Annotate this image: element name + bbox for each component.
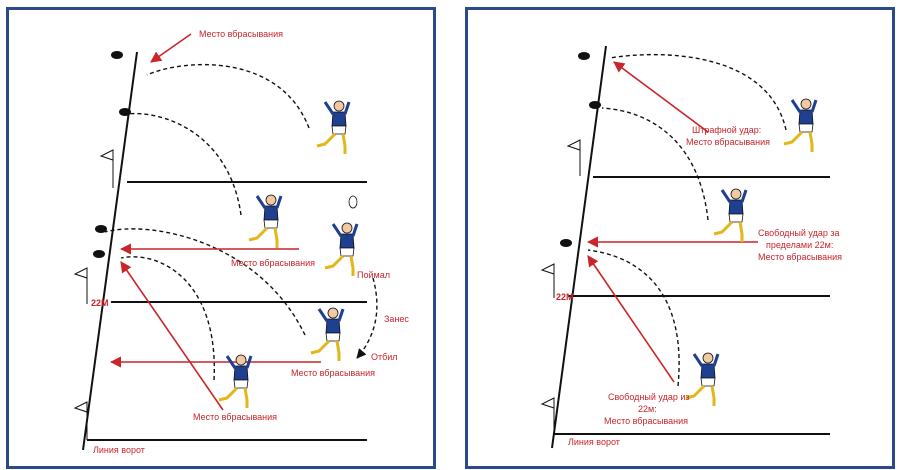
flag-icon	[540, 263, 555, 298]
flag-icon	[73, 401, 88, 440]
label-free-in-line3: Место вбрасывания	[604, 416, 688, 426]
right-diagram-panel: Штрафной удар: Место вбрасывания Свободн…	[465, 7, 895, 469]
label-22m: 22М	[91, 298, 109, 308]
throw-arrow	[613, 61, 709, 133]
left-diagram: Место вбрасывания Место вбрасывания Пойм…	[73, 29, 409, 455]
label-carried: Занес	[384, 314, 409, 324]
flag-icon	[73, 267, 88, 304]
kick-trajectory	[609, 53, 787, 131]
label-goal-line: Линия ворот	[93, 445, 145, 455]
player-icon	[782, 97, 818, 154]
label-free-out-line3: Место вбрасывания	[758, 252, 842, 262]
ball-icon	[589, 101, 601, 109]
carry-trajectory	[356, 277, 378, 359]
ball-icon	[95, 225, 107, 233]
label-kicked: Отбил	[371, 352, 398, 362]
label-free-out-line1: Свободный удар за	[758, 228, 839, 238]
right-diagram: Штрафной удар: Место вбрасывания Свободн…	[540, 45, 842, 449]
label-free-in-line2: 22м:	[638, 404, 657, 414]
throw-arrow	[587, 255, 675, 383]
player-icon	[323, 195, 359, 278]
player-icon	[315, 99, 351, 156]
label-throw-top: Место вбрасывания	[199, 29, 283, 39]
flag-icon	[540, 397, 555, 434]
kick-trajectory	[126, 112, 242, 216]
player-icon	[684, 351, 720, 408]
player-icon	[712, 187, 748, 244]
left-diagram-panel: Место вбрасывания Место вбрасывания Пойм…	[6, 7, 436, 469]
player-icon	[309, 306, 345, 363]
label-penalty-line2: Место вбрасывания	[686, 137, 770, 147]
throw-arrow	[120, 261, 224, 411]
kick-trajectory	[587, 249, 680, 387]
kick-trajectory	[120, 256, 215, 381]
ball-icon	[578, 52, 590, 60]
label-caught: Поймал	[357, 270, 390, 280]
label-throw-bottom: Место вбрасывания	[193, 412, 277, 422]
player-icon	[247, 193, 283, 250]
throw-arrow	[150, 33, 192, 63]
label-throw-mid: Место вбрасывания	[231, 258, 315, 268]
flag-icon	[566, 139, 581, 176]
kick-trajectory	[146, 64, 310, 129]
label-throw-kicked: Место вбрасывания	[291, 368, 375, 378]
ball-icon	[93, 250, 105, 258]
label-22m: 22М	[556, 292, 574, 302]
touch-line	[551, 45, 607, 449]
label-free-out-line2: пределами 22м:	[766, 240, 833, 250]
ball-icon	[119, 108, 131, 116]
label-goal-line: Линия ворот	[568, 437, 620, 447]
label-penalty-line1: Штрафной удар:	[692, 125, 761, 135]
label-free-in-line1: Свободный удар из	[608, 392, 689, 402]
kick-trajectory	[104, 228, 306, 336]
ball-icon	[111, 51, 123, 59]
kick-trajectory	[601, 107, 709, 221]
touch-line	[82, 51, 138, 451]
player-icon	[217, 353, 253, 410]
flag-icon	[99, 149, 114, 188]
ball-icon	[560, 239, 572, 247]
